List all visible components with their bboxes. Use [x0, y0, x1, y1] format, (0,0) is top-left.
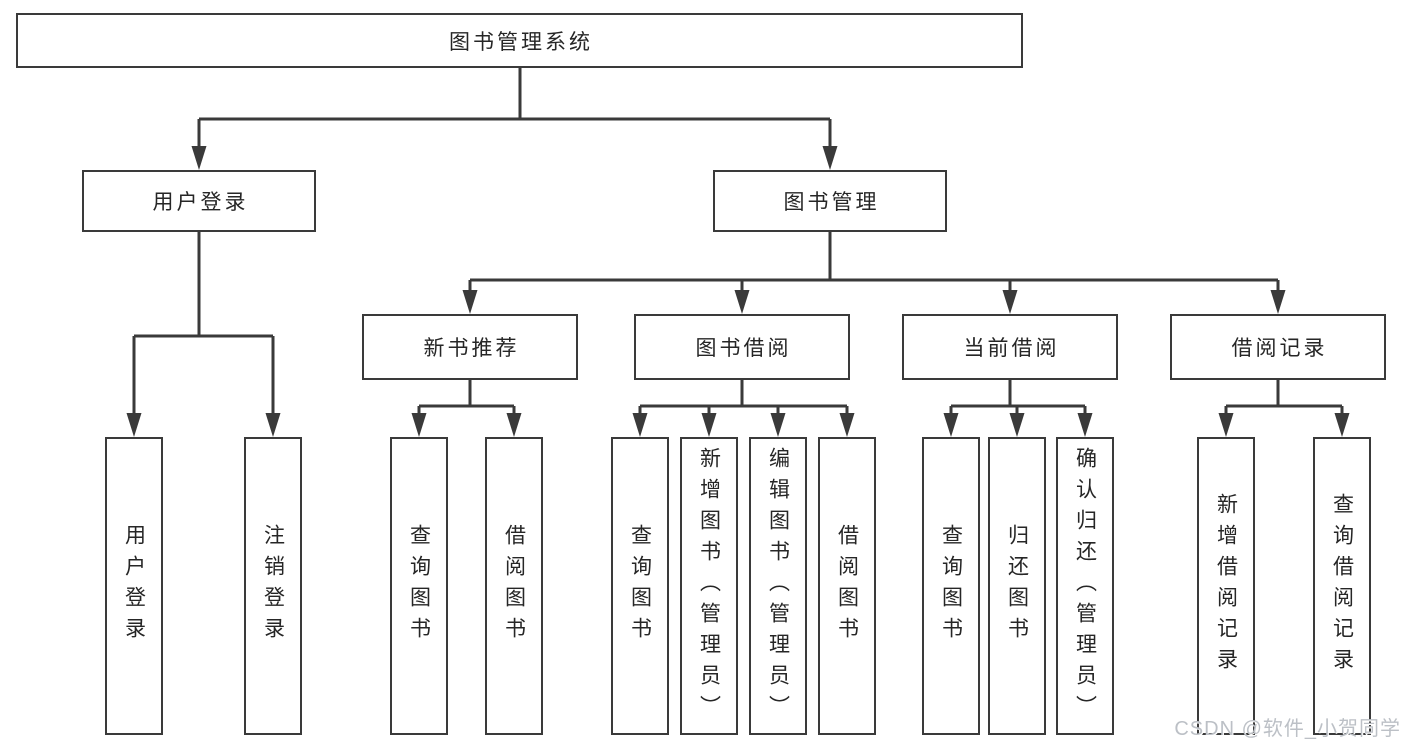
node-book-management: 图书管理	[713, 170, 947, 232]
leaf-recommend-borrow-books-label: 借阅图书	[502, 524, 526, 648]
watermark: CSDN @软件_小贺同学	[1174, 718, 1401, 740]
leaf-borrow-add-books-admin: 新增图书（管理员）	[680, 437, 738, 735]
node-book-borrow-label: 图书借阅	[695, 337, 792, 360]
leaf-records-query-record-label: 查询借阅记录	[1330, 493, 1354, 679]
node-book-management-label: 图书管理	[783, 191, 880, 214]
node-user-login: 用户登录	[82, 170, 316, 232]
arrowhead-icon	[770, 413, 786, 437]
leaf-records-add-record: 新增借阅记录	[1197, 437, 1255, 735]
leaf-recommend-query-books-label: 查询图书	[407, 524, 431, 648]
leaf-current-confirm-return-admin: 确认归还（管理员）	[1056, 437, 1114, 735]
connector-segments	[132, 68, 1344, 414]
node-book-borrow: 图书借阅	[634, 314, 850, 380]
connector-lines-path	[132, 68, 1344, 414]
arrowhead-icon	[506, 413, 522, 437]
arrowhead-icon	[1218, 413, 1234, 437]
leaf-logout: 注销登录	[244, 437, 302, 735]
arrowhead-icon	[126, 413, 142, 437]
node-borrow-records: 借阅记录	[1170, 314, 1386, 380]
leaf-records-add-record-label: 新增借阅记录	[1214, 493, 1238, 679]
arrowhead-icon	[411, 413, 427, 437]
leaf-borrow-query-books: 查询图书	[611, 437, 669, 735]
leaf-current-query-books: 查询图书	[922, 437, 980, 735]
node-user-login-label: 用户登录	[152, 191, 249, 214]
arrowhead-icon	[632, 413, 648, 437]
leaf-borrow-add-books-admin-label: 新增图书（管理员）	[697, 446, 721, 726]
leaf-current-return-books-label: 归还图书	[1005, 524, 1029, 648]
leaf-borrow-borrow-books: 借阅图书	[818, 437, 876, 735]
leaf-current-query-books-label: 查询图书	[939, 524, 963, 648]
node-new-book-recommend: 新书推荐	[362, 314, 578, 380]
leaf-borrow-edit-books-admin-label: 编辑图书（管理员）	[766, 446, 790, 726]
leaf-recommend-borrow-books: 借阅图书	[485, 437, 543, 735]
connector-arrowheads	[126, 146, 1350, 437]
arrowhead-icon	[839, 413, 855, 437]
arrowhead-icon	[734, 290, 750, 314]
arrowhead-icon	[462, 290, 478, 314]
leaf-borrow-borrow-books-label: 借阅图书	[835, 524, 859, 648]
node-current-borrow: 当前借阅	[902, 314, 1118, 380]
arrowhead-icon	[1270, 290, 1286, 314]
leaf-borrow-edit-books-admin: 编辑图书（管理员）	[749, 437, 807, 735]
leaf-current-confirm-return-admin-label: 确认归还（管理员）	[1073, 446, 1097, 726]
leaf-recommend-query-books: 查询图书	[390, 437, 448, 735]
leaf-current-return-books: 归还图书	[988, 437, 1046, 735]
node-borrow-records-label: 借阅记录	[1231, 337, 1328, 360]
node-root-label: 图书管理系统	[449, 30, 593, 54]
node-current-borrow-label: 当前借阅	[963, 337, 1060, 360]
arrowhead-icon	[1077, 413, 1093, 437]
leaf-user-login: 用户登录	[105, 437, 163, 735]
leaf-borrow-query-books-label: 查询图书	[628, 524, 652, 648]
arrowhead-icon	[943, 413, 959, 437]
arrowhead-icon	[1334, 413, 1350, 437]
node-root: 图书管理系统	[16, 13, 1023, 68]
arrowhead-icon	[191, 146, 207, 170]
leaf-logout-label: 注销登录	[261, 524, 285, 648]
arrowhead-icon	[701, 413, 717, 437]
node-new-book-recommend-label: 新书推荐	[423, 337, 520, 360]
leaf-records-query-record: 查询借阅记录	[1313, 437, 1371, 735]
arrowhead-icon	[1009, 413, 1025, 437]
arrowhead-icon	[822, 146, 838, 170]
arrowhead-icon	[265, 413, 281, 437]
leaf-user-login-label: 用户登录	[122, 524, 146, 648]
arrowhead-icon	[1002, 290, 1018, 314]
